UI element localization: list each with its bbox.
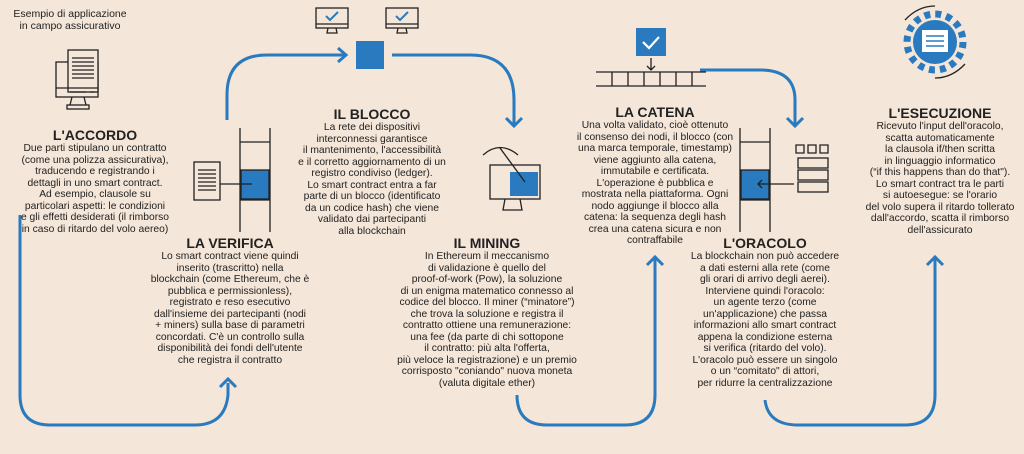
flow-arrow-mining-catena xyxy=(515,258,657,427)
step-title: L'ESECUZIONE xyxy=(888,105,992,121)
step-title: LA CATENA xyxy=(615,104,695,120)
step-esecuzione: L'ESECUZIONE Ricevuto l'input dell'oraco… xyxy=(850,106,1024,236)
chain-block-icon xyxy=(596,28,706,87)
header-line-2: in campo assicurativo xyxy=(19,20,121,32)
step-text: Due parti stipulano un contratto (come u… xyxy=(20,143,170,235)
step-accordo: L'ACCORDO Due parti stipulano un contrat… xyxy=(0,128,190,235)
step-text: Ricevuto l'input dell'oracolo, scatta au… xyxy=(865,121,1015,236)
step-title: L'ORACOLO xyxy=(723,235,807,251)
flow-arrow-oracolo-esecuzione xyxy=(763,258,937,427)
pickaxe-monitor-icon xyxy=(482,146,541,211)
header-line-1: Esempio di applicazione xyxy=(13,8,127,20)
step-mining: IL MINING In Ethereum il meccanismo di v… xyxy=(387,236,587,389)
step-title: IL BLOCCO xyxy=(333,106,411,122)
flow-arrow-verifica-blocco xyxy=(225,53,345,120)
step-title: LA VERIFICA xyxy=(186,235,274,251)
flow-arrow-accordo-verifica xyxy=(18,215,230,427)
step-oracolo: L'ORACOLO La blockchain non può accedere… xyxy=(670,236,860,389)
server-into-chain-icon xyxy=(739,128,829,232)
computer-contract-icon xyxy=(55,49,99,110)
flow-arrows xyxy=(18,46,945,427)
flow-arrow-blocco-mining xyxy=(392,53,516,125)
block-monitors-icon xyxy=(315,7,419,69)
step-text: La rete dei dispositivi interconnessi ga… xyxy=(298,122,446,237)
step-text: In Ethereum il meccanismo di validazione… xyxy=(397,251,577,389)
gear-cycle-icon xyxy=(903,5,967,79)
step-blocco: IL BLOCCO La rete dei dispositivi interc… xyxy=(282,107,462,237)
document-into-chain-icon xyxy=(193,128,271,232)
header: Esempio di applicazione in campo assicur… xyxy=(10,8,130,32)
flow-arrow-catena-oracolo xyxy=(700,68,797,125)
step-title: L'ACCORDO xyxy=(52,127,138,143)
step-text: Una volta validato, cioè ottenuto il con… xyxy=(576,120,734,246)
step-title: IL MINING xyxy=(453,235,521,251)
step-verifica: LA VERIFICA Lo smart contract viene quin… xyxy=(130,236,330,366)
step-catena: LA CATENA Una volta validato, cioè otten… xyxy=(560,105,750,247)
step-text: La blockchain non può accedere a dati es… xyxy=(690,251,840,389)
step-text: Lo smart contract viene quindi inserito … xyxy=(150,251,310,366)
